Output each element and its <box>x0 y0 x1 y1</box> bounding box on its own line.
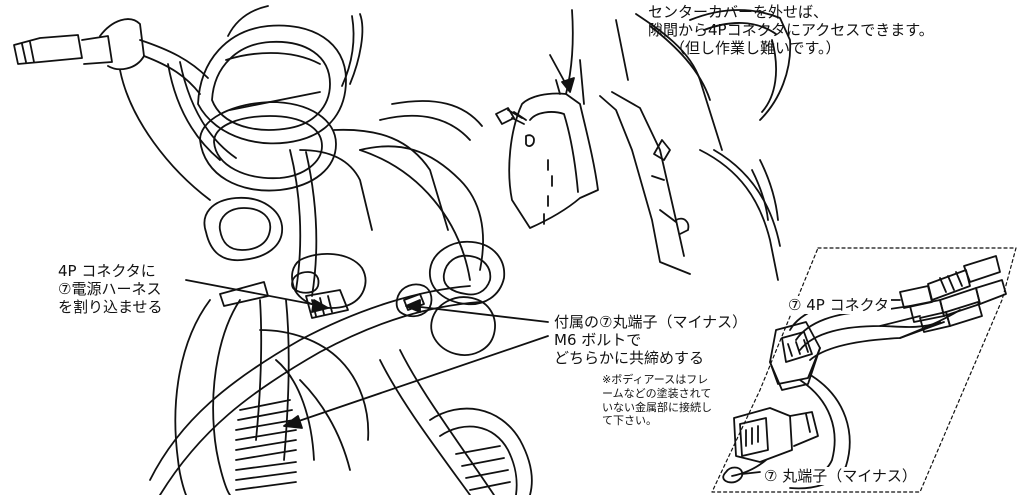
connector-install-callout: 4P コネクタに ⑦電源ハーネス を割り込ませる <box>58 262 163 316</box>
ground-terminal-line-1: 付属の⑦丸端子（マイナス） <box>554 313 748 331</box>
connector-install-line-2: ⑦電源ハーネス <box>58 280 162 298</box>
center-cover-line-3: （但し作業し難いです。） <box>670 39 841 57</box>
leader-4p-connector <box>185 279 323 307</box>
connector-install-line-3: を割り込ませる <box>58 298 163 316</box>
body-ground-note-line-4: て下さい。 <box>602 414 657 428</box>
leader-lines <box>185 54 575 429</box>
ground-terminal-line-3: どちらかに共締めする <box>554 349 705 367</box>
center-cover-callout: センターカバーを外せば、 隙間から4Pコネクタにアクセスできます。 （但し作業し… <box>648 3 934 57</box>
motorcycle-front-drawing <box>13 5 533 495</box>
body-ground-note-line-3: いない金属部に接続し <box>602 400 712 414</box>
leader-ground-bolt-lower <box>289 335 549 425</box>
body-ground-note-line-1: ※ボディアースはフレ <box>602 373 709 386</box>
center-cover-line-2: 隙間から4Pコネクタにアクセスできます。 <box>648 21 934 39</box>
part-label-ring-terminal: ⑦ 丸端子（マイナス） <box>762 467 919 485</box>
parts-detail-panel <box>711 247 1017 493</box>
body-ground-note-line-2: ームなどの塗装されて <box>602 386 712 400</box>
ground-terminal-callout: 付属の⑦丸端子（マイナス） M6 ボルトで どちらかに共締めする <box>552 313 750 367</box>
leader-ground-bolt-upper <box>411 305 549 323</box>
center-cover-line-1: センターカバーを外せば、 <box>648 3 829 21</box>
ground-terminal-line-2: M6 ボルトで <box>554 331 642 349</box>
body-ground-note: ※ボディアースはフレ ームなどの塗装されて いない金属部に接続し て下さい。 <box>600 373 714 428</box>
part-label-4p-connector: ⑦ 4P コネクタ <box>786 296 891 314</box>
connector-install-line-1: 4P コネクタに <box>58 262 156 280</box>
